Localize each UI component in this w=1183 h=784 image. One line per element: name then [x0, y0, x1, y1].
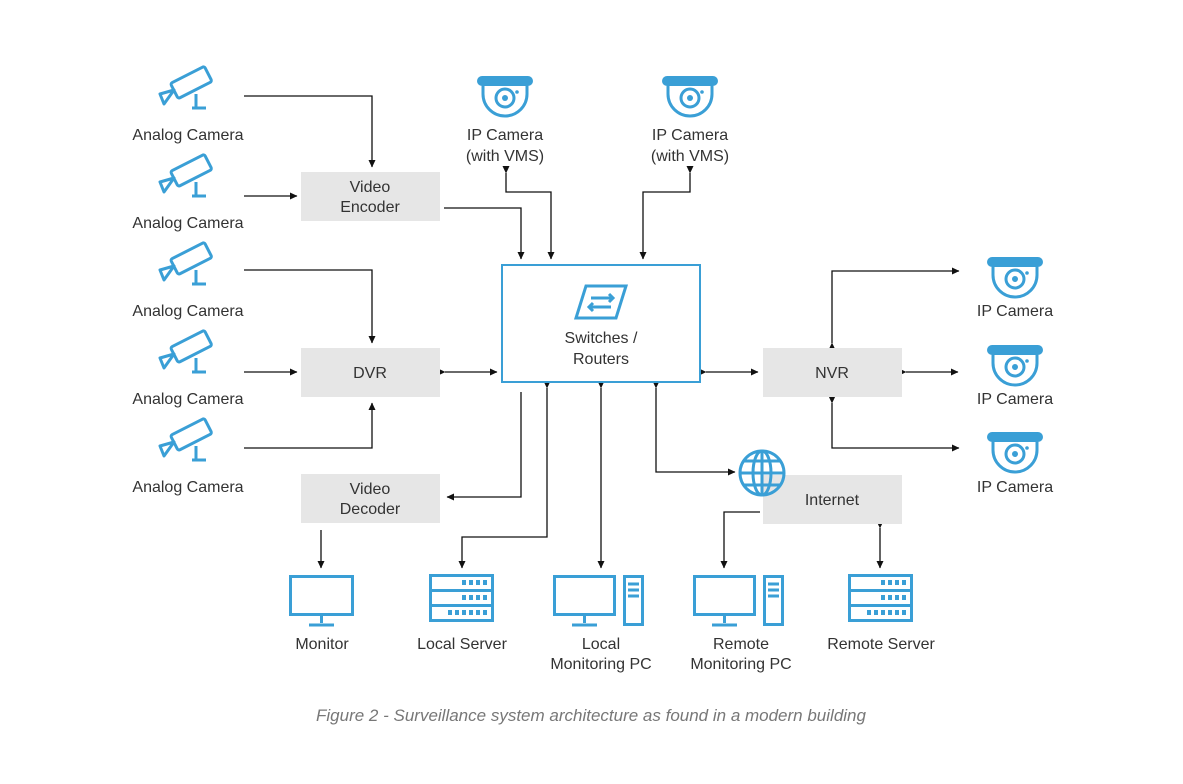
video-encoder-label-line1: Video: [350, 179, 391, 196]
figure-caption: Figure 2 - Surveillance system architect…: [316, 706, 866, 725]
edge-internet-remotepc: [720, 511, 760, 569]
ip-camera-label: IP Camera: [977, 479, 1053, 496]
edge-encoder-switch: [444, 207, 525, 260]
dome-camera-icon: [985, 255, 1045, 299]
edge-analog1-encoder: [244, 95, 376, 168]
edge-nvr-ipcam3: [828, 396, 960, 452]
analog-camera-icon: [158, 416, 214, 462]
analog-camera-label: Analog Camera: [132, 127, 243, 144]
connections: [244, 95, 960, 569]
remote-server-label: Remote Server: [827, 636, 935, 653]
switch-arrows-icon: [573, 284, 629, 320]
edge-switch-decoder: [446, 392, 522, 501]
dome-camera-icon: [985, 430, 1045, 474]
edge-analog5-dvr: [244, 402, 376, 449]
server-rack-icon: [848, 574, 913, 622]
analog-camera-icon: [158, 328, 214, 374]
remote-monitoring-pc-node: Remote Monitoring PC: [690, 575, 792, 673]
ip-camera-label: IP Camera: [977, 391, 1053, 408]
internet-label: Internet: [805, 492, 860, 509]
switches-routers-node: Switches / Routers: [501, 264, 701, 383]
edge-analog3-dvr: [244, 269, 376, 344]
local-server-label: Local Server: [417, 636, 507, 653]
analog-camera-label: Analog Camera: [132, 479, 243, 496]
nvr-label: NVR: [815, 365, 849, 382]
analog-camera-5: Analog Camera: [132, 416, 244, 496]
local-monitoring-pc-label-line1: Local: [582, 636, 620, 653]
local-monitoring-pc-label-line2: Monitoring PC: [550, 656, 651, 673]
analog-camera-icon: [158, 152, 214, 198]
dome-camera-icon: [660, 74, 720, 118]
ip-camera-vms-2: IP Camera (with VMS): [651, 74, 729, 165]
analog-camera-4: Analog Camera: [132, 328, 244, 408]
ip-camera-vms-label-line1: IP Camera: [467, 127, 543, 144]
ip-camera-label: IP Camera: [977, 303, 1053, 320]
ip-camera-vms-label-line2: (with VMS): [651, 148, 729, 165]
video-encoder-node: Video Encoder: [301, 172, 440, 221]
desktop-pc-icon: [693, 575, 784, 627]
analog-camera-icon: [158, 64, 214, 110]
ip-camera-vms-1: IP Camera (with VMS): [466, 74, 544, 165]
edge-ipcamvms2-switch: [639, 166, 694, 260]
edge-switch-localserver: [458, 381, 551, 569]
monitor-icon: [289, 575, 354, 627]
edge-ipcamvms1-switch: [502, 166, 555, 260]
ip-camera-vms-label-line2: (with VMS): [466, 148, 544, 165]
ip-camera-3: IP Camera: [977, 430, 1053, 496]
analog-camera-label: Analog Camera: [132, 391, 243, 408]
analog-camera-2: Analog Camera: [132, 152, 244, 232]
video-encoder-label-line2: Encoder: [340, 199, 400, 216]
remote-monitoring-pc-label-line2: Monitoring PC: [690, 656, 791, 673]
edge-switch-internet: [652, 381, 736, 476]
analog-camera-label: Analog Camera: [132, 303, 243, 320]
switches-routers-label-line1: Switches /: [565, 330, 638, 347]
local-server-node: Local Server: [417, 574, 508, 653]
desktop-pc-icon: [553, 575, 644, 627]
dome-camera-icon: [475, 74, 535, 118]
analog-camera-label: Analog Camera: [132, 215, 243, 232]
switches-routers-label-line2: Routers: [573, 351, 629, 368]
ip-camera-2: IP Camera: [977, 343, 1053, 408]
nvr-node: NVR: [763, 348, 902, 397]
ip-camera-vms-label-line1: IP Camera: [652, 127, 728, 144]
edge-nvr-ipcam1: [828, 267, 960, 350]
monitor-node: Monitor: [289, 575, 354, 653]
local-monitoring-pc-node: Local Monitoring PC: [550, 575, 652, 673]
video-decoder-label-line1: Video: [350, 481, 391, 498]
remote-monitoring-pc-label-line1: Remote: [713, 636, 769, 653]
dvr-label: DVR: [353, 365, 387, 382]
video-decoder-label-line2: Decoder: [340, 501, 401, 518]
analog-camera-3: Analog Camera: [132, 240, 244, 320]
dvr-node: DVR: [301, 348, 440, 397]
ip-camera-1: IP Camera: [977, 255, 1053, 320]
video-decoder-node: Video Decoder: [301, 474, 440, 523]
globe-icon: [738, 449, 786, 497]
analog-camera-icon: [158, 240, 214, 286]
dome-camera-icon: [985, 343, 1045, 387]
internet-node: Internet: [738, 449, 902, 524]
monitor-label: Monitor: [295, 636, 349, 653]
remote-server-node: Remote Server: [827, 574, 935, 653]
analog-camera-1: Analog Camera: [132, 64, 244, 144]
server-rack-icon: [429, 574, 494, 622]
